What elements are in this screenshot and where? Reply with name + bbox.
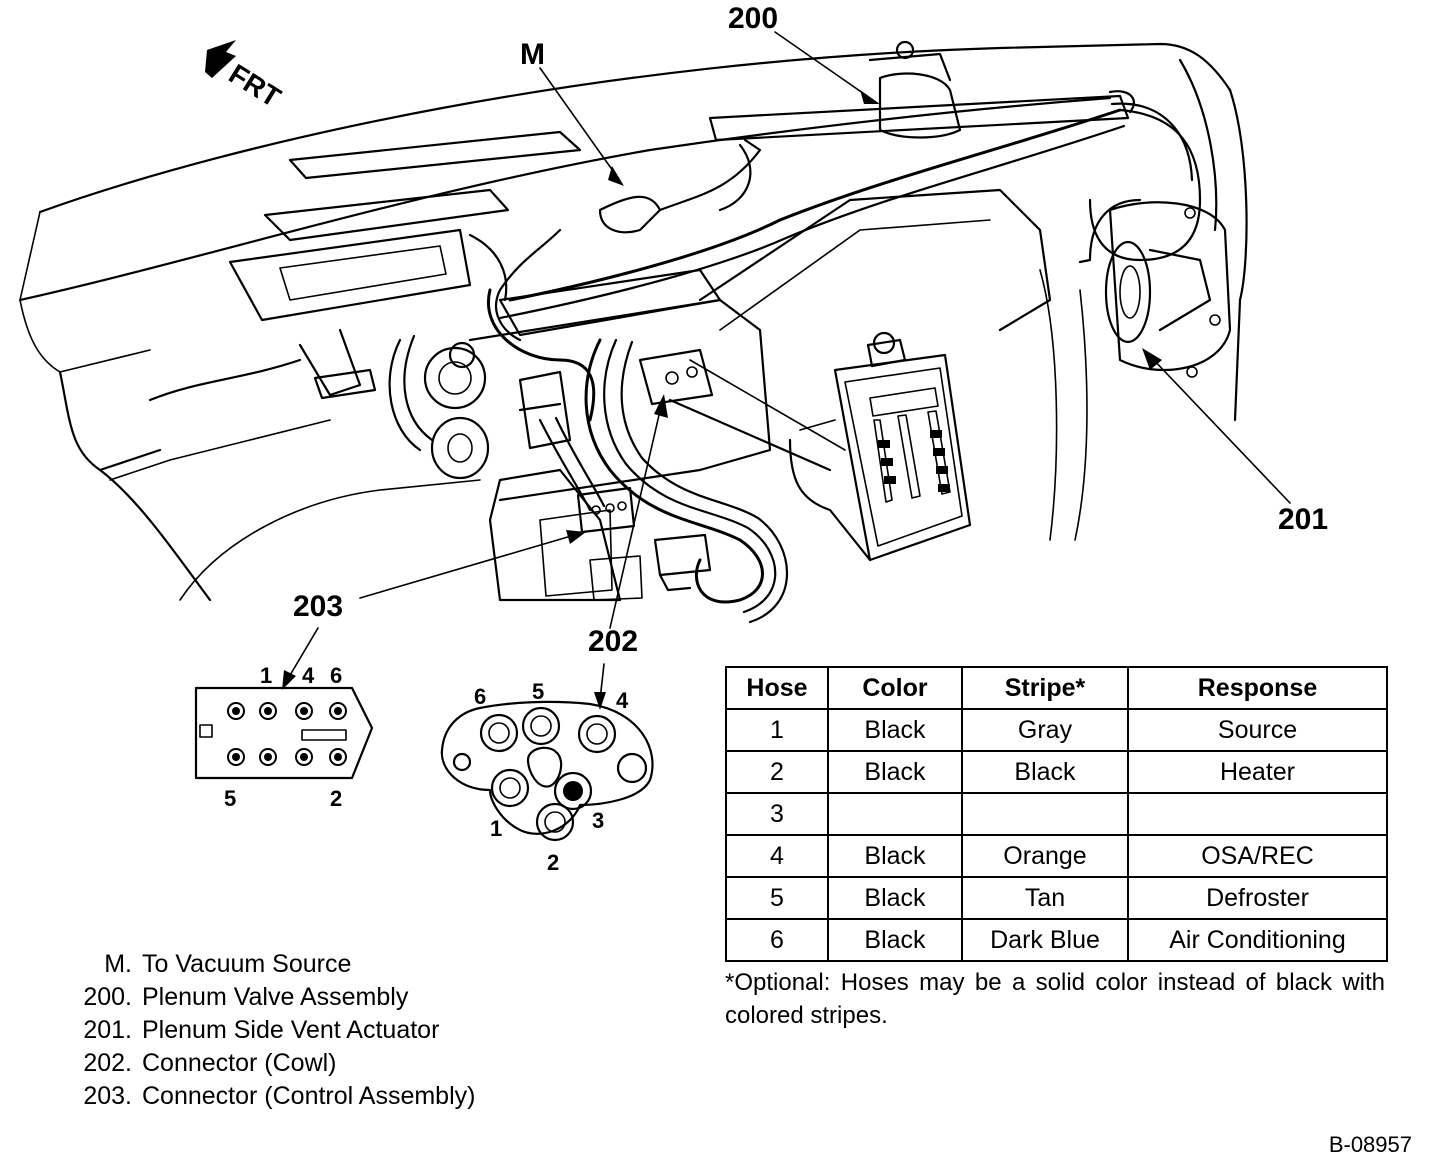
legend-key: 201. [83,1016,132,1044]
connector-203-pin-1: 1 [260,663,273,688]
cell-stripe: Tan [961,876,1129,920]
callout-m: M [520,38,545,71]
plenum-valve-assembly [498,40,1202,320]
table-row: 1 Black Gray Source [725,708,1388,752]
figure-id: B-08957 [1328,1132,1412,1157]
cell-hose: 6 [725,918,829,962]
cell-response [1127,792,1388,836]
legend-text: Plenum Side Vent Actuator [142,1016,440,1044]
table-row: 2 Black Black Heater [725,750,1388,794]
vacuum-source-hose [495,138,762,342]
connector-203-pin-6: 6 [330,663,343,688]
cell-hose: 2 [725,750,829,794]
connector-202-pin-2: 2 [547,850,560,875]
connector-203-pin-4: 4 [302,663,315,688]
callout-201: 201 [1278,503,1329,536]
cell-stripe: Gray [961,708,1129,752]
cell-color: Black [827,750,963,794]
hose-color-table: Hose Color Stripe* Response 1 Black Gray… [725,666,1388,962]
legend-text: Plenum Valve Assembly [142,983,409,1011]
cell-hose: 4 [725,834,829,878]
table-row: 4 Black Orange OSA/REC [725,834,1388,878]
cell-response: Defroster [1127,876,1388,920]
table-row: 6 Black Dark Blue Air Conditioning [725,918,1388,962]
callout-legend: M. To Vacuum Source 200. Plenum Valve As… [60,948,475,1113]
connector-203-detail [194,686,374,780]
cell-response: Air Conditioning [1127,918,1388,962]
table-footnote: *Optional: Hoses may be a solid color in… [725,969,1385,1029]
cell-hose: 5 [725,876,829,920]
legend-text: To Vacuum Source [142,950,352,978]
legend-item: M. To Vacuum Source [60,948,475,981]
cell-color: Black [827,876,963,920]
table-row: 5 Black Tan Defroster [725,876,1388,920]
callout-200: 200 [728,2,779,35]
cell-response: OSA/REC [1127,834,1388,878]
plenum-side-vent-actuator [1078,198,1232,378]
table-row: 3 [725,792,1388,836]
connector-202-detail [440,700,654,842]
header-stripe: Stripe* [961,666,1129,710]
dashboard-outline [18,42,1248,602]
hvac-module [468,188,1052,602]
header-hose: Hose [725,666,829,710]
connector-202-pin-4: 4 [616,688,629,713]
legend-item: 203. Connector (Control Assembly) [60,1080,475,1113]
cell-hose: 1 [725,708,829,752]
cell-response: Source [1127,708,1388,752]
connector-203-pin-holes [227,702,347,766]
connector-203-pin-5: 5 [224,786,237,811]
header-response: Response [1127,666,1388,710]
defroster-duct [228,188,510,400]
legend-item: 202. Connector (Cowl) [60,1047,475,1080]
connector-203-pin-2: 2 [330,786,343,811]
legend-key: 200. [83,983,132,1011]
connector-202-pin-6: 6 [474,684,487,709]
cell-stripe [961,792,1129,836]
cell-hose: 3 [725,792,829,836]
legend-text: Connector (Control Assembly) [142,1082,476,1110]
cell-stripe: Orange [961,834,1129,878]
legend-item: 201. Plenum Side Vent Actuator [60,1014,475,1047]
legend-text: Connector (Cowl) [142,1049,337,1077]
control-connector-body [576,486,636,534]
cell-color: Black [827,834,963,878]
connector-202-pin-1: 1 [490,816,503,841]
connector-202-pin-3: 3 [592,808,605,833]
table-header-row: Hose Color Stripe* Response [725,666,1388,710]
legend-key: 202. [83,1049,132,1077]
legend-key: M. [104,950,132,978]
cell-color: Black [827,708,963,752]
cell-stripe: Black [961,750,1129,794]
cell-response: Heater [1127,750,1388,794]
connector-202-pin-5: 5 [532,679,545,704]
callout-202: 202 [588,625,639,658]
front-direction-arrow-icon [205,40,236,78]
hose-bundle [538,338,846,624]
header-color: Color [827,666,963,710]
callout-203: 203 [293,590,344,623]
vacuum-actuator-cluster [388,288,596,480]
cowl-connector-body [653,533,712,592]
cell-color [827,792,963,836]
control-assembly-panel [788,331,972,562]
legend-item: 200. Plenum Valve Assembly [60,981,475,1014]
leader-lines [282,31,1291,710]
cell-color: Black [827,918,963,962]
legend-key: 203. [83,1082,132,1110]
cell-stripe: Dark Blue [961,918,1129,962]
